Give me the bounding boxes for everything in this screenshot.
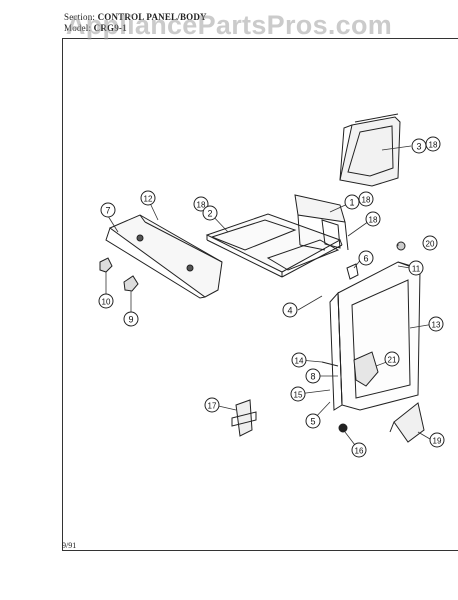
callout-20: 20 bbox=[422, 235, 438, 251]
callout-16-label: 16 bbox=[355, 447, 364, 456]
callout-6-label: 6 bbox=[363, 254, 368, 264]
callout-18-side-label: 18 bbox=[369, 216, 378, 225]
callout-18-top: 18 bbox=[193, 196, 209, 212]
callout-12: 12 bbox=[140, 190, 156, 206]
callout-21-label: 21 bbox=[388, 356, 397, 365]
section-value: CONTROL PANEL/BODY bbox=[97, 12, 207, 22]
callout-10: 10 bbox=[98, 293, 114, 309]
callout-14-label: 14 bbox=[295, 357, 304, 366]
part-14-clip bbox=[321, 361, 339, 367]
model-value: CRG9-1 bbox=[93, 23, 127, 33]
part-3-rear-panel bbox=[339, 113, 401, 187]
callout-16: 16 bbox=[351, 442, 367, 458]
callout-12-label: 12 bbox=[144, 195, 153, 204]
callout-2: 2 bbox=[202, 205, 218, 221]
callout-4-label: 4 bbox=[287, 306, 292, 316]
section-label: Section: bbox=[64, 12, 96, 22]
callout-1: 1 bbox=[344, 194, 360, 210]
callout-21: 21 bbox=[384, 351, 400, 367]
callout-5-label: 5 bbox=[310, 417, 315, 427]
model-header: Model: CRG9-1 bbox=[64, 23, 127, 33]
callout-18-top-label: 18 bbox=[197, 201, 206, 210]
callout-7-label: 7 bbox=[105, 206, 110, 216]
callout-19: 19 bbox=[429, 432, 445, 448]
callout-group: 1 18 2 3 18 4 5 6 7 8 9 10 11 12 13 14 1… bbox=[98, 136, 445, 458]
callout-15-label: 15 bbox=[294, 391, 303, 400]
callout-1-label: 1 bbox=[349, 198, 354, 208]
callout-7: 7 bbox=[100, 202, 116, 218]
part-10-knob bbox=[99, 257, 113, 273]
part-13-side-frame bbox=[329, 261, 421, 411]
part-9-knob bbox=[123, 275, 139, 292]
callout-18-side: 18 bbox=[365, 211, 381, 227]
section-header: Section: CONTROL PANEL/BODY bbox=[64, 12, 207, 22]
callout-2-label: 2 bbox=[207, 209, 212, 219]
callout-13-label: 13 bbox=[432, 321, 441, 330]
model-label: Model: bbox=[64, 23, 92, 33]
callout-17: 17 bbox=[204, 397, 220, 413]
callout-11: 11 bbox=[408, 260, 424, 276]
part-19-bracket bbox=[389, 402, 425, 443]
part-6-bracket bbox=[346, 263, 359, 280]
part-1-back-bracket bbox=[294, 194, 349, 251]
part-2-top-cover bbox=[205, 213, 343, 278]
callout-5: 5 bbox=[305, 413, 321, 429]
callout-8: 8 bbox=[305, 368, 321, 384]
callout-6: 6 bbox=[358, 250, 374, 266]
callout-17-label: 17 bbox=[208, 402, 217, 411]
revision-date: 9/91 bbox=[62, 541, 77, 550]
callout-19-label: 19 bbox=[433, 437, 442, 446]
callout-18-extra: 18 bbox=[358, 191, 374, 207]
frame-top-rule bbox=[62, 38, 458, 39]
frame-left-rule bbox=[62, 38, 63, 551]
callout-10-label: 10 bbox=[102, 298, 111, 307]
part-21-valve bbox=[353, 351, 379, 387]
callout-3-label: 3 bbox=[416, 142, 421, 152]
part-17-hinge bbox=[231, 399, 257, 437]
callout-14: 14 bbox=[291, 352, 307, 368]
callout-18-rear-label: 18 bbox=[429, 141, 438, 150]
callout-3: 3 bbox=[411, 138, 427, 154]
callout-13: 13 bbox=[428, 316, 444, 332]
part-20-grommet bbox=[396, 241, 406, 251]
callout-11-label: 11 bbox=[412, 265, 421, 274]
frame-bottom-rule bbox=[62, 550, 458, 551]
callout-20-label: 20 bbox=[426, 240, 435, 249]
callout-9-label: 9 bbox=[128, 315, 133, 325]
callout-9: 9 bbox=[123, 311, 139, 327]
callout-15: 15 bbox=[290, 386, 306, 402]
callout-18-extra-label: 18 bbox=[362, 196, 371, 205]
part-16-foot bbox=[338, 423, 348, 433]
callout-8-label: 8 bbox=[310, 372, 315, 382]
callout-18-rear: 18 bbox=[425, 136, 441, 152]
part-12-control-panel bbox=[105, 214, 223, 299]
callout-4: 4 bbox=[282, 302, 298, 318]
